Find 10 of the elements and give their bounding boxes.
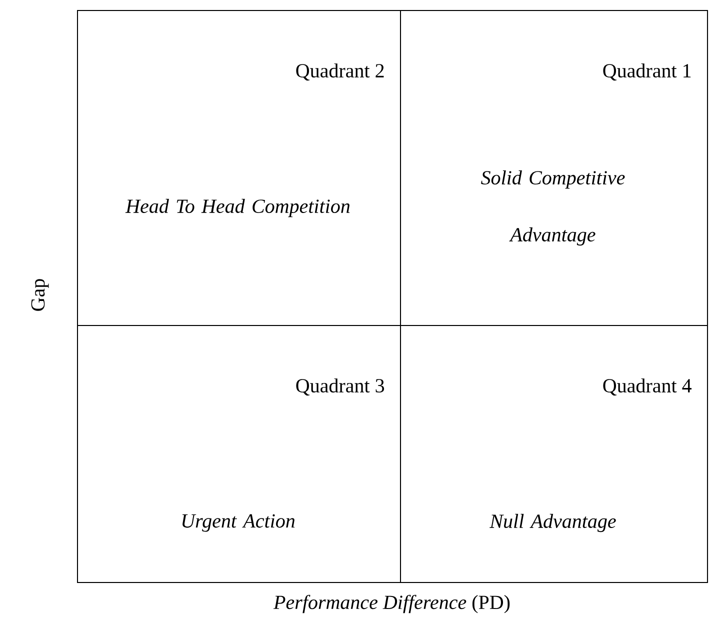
quadrant-label: Head To Head Competition — [125, 198, 350, 218]
quadrant-label: Solid Competitive Advantage — [481, 170, 625, 246]
axis-label: Performance Difference (PD) — [273, 594, 510, 614]
quadrant-heading: Quadrant 1 — [603, 63, 691, 81]
axis-label: Gap — [31, 279, 49, 311]
quadrant-heading: Quadrant 4 — [603, 378, 692, 396]
quadrant-label: Null Advantage — [490, 514, 616, 532]
quadrant-heading: Quadrant 3 — [296, 378, 384, 396]
quadrant-heading: Quadrant 2 — [296, 63, 384, 81]
quadrant-label: Urgent Action — [182, 514, 295, 532]
